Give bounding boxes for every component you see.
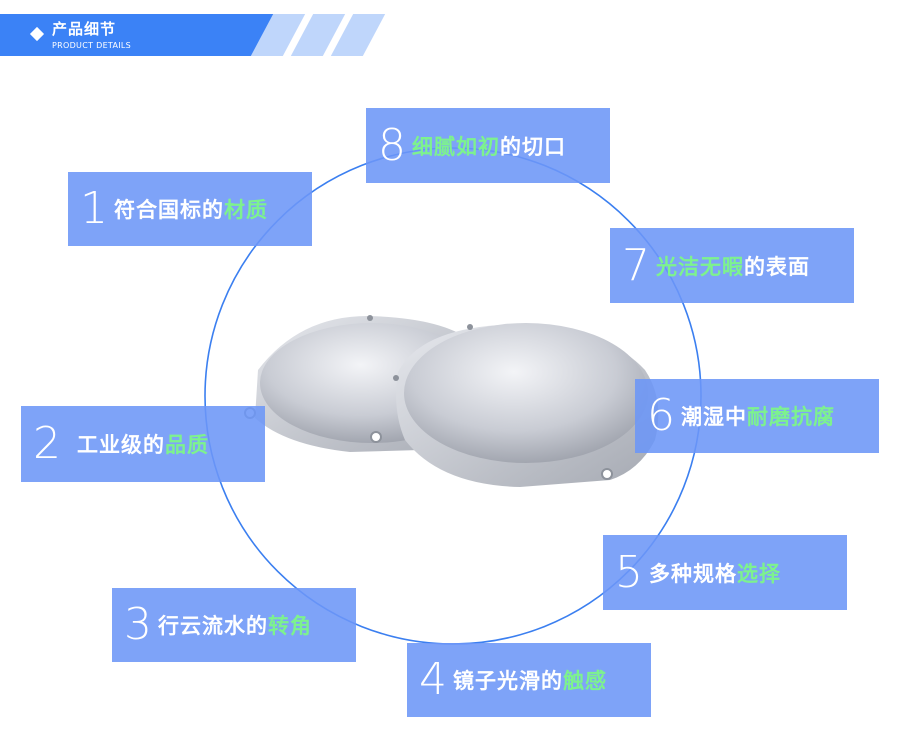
feature-text: 行云流水的 xyxy=(158,614,268,638)
feature-text: 工业级的 xyxy=(77,433,165,457)
feature-highlight: 触感 xyxy=(563,669,607,693)
feature-box-8: 8 细腻如初的切口 xyxy=(366,108,610,183)
feature-number: 2 xyxy=(33,418,61,469)
feature-text-suffix: 的表面 xyxy=(744,254,810,279)
header-subtitle: PRODUCT DETAILS xyxy=(52,41,132,50)
feature-highlight: 耐磨抗腐 xyxy=(747,405,835,429)
header-title: 产品细节 xyxy=(52,20,117,38)
feature-number: 8 xyxy=(378,119,406,171)
feature-box-4: 4 镜子光滑的触感 xyxy=(407,643,651,717)
feature-text: 多种规格 xyxy=(649,561,737,586)
feature-box-3: 3 行云流水的转角 xyxy=(112,588,356,662)
feature-highlight: 选择 xyxy=(737,561,781,586)
feature-highlight: 转角 xyxy=(268,614,312,638)
feature-highlight: 品质 xyxy=(165,433,209,457)
feature-number: 1 xyxy=(80,183,108,234)
feature-text: 镜子光滑的 xyxy=(453,669,563,693)
feature-text: 符合国标的 xyxy=(114,198,224,222)
feature-highlight: 细腻如初 xyxy=(412,134,500,159)
header-banner xyxy=(0,14,275,56)
feature-box-7: 7 光洁无暇的表面 xyxy=(610,228,854,303)
feature-box-5: 5 多种规格选择 xyxy=(603,535,847,610)
feature-box-2: 2 工业级的品质 xyxy=(21,406,265,482)
feature-number: 3 xyxy=(124,599,152,650)
feature-box-6: 6 潮湿中耐磨抗腐 xyxy=(635,379,879,453)
feature-number: 4 xyxy=(419,654,447,705)
feature-number: 7 xyxy=(622,239,650,291)
feature-box-1: 1 符合国标的材质 xyxy=(68,172,312,246)
feature-number: 5 xyxy=(615,546,643,598)
feature-highlight: 材质 xyxy=(224,198,268,222)
feature-number: 6 xyxy=(647,390,675,441)
metal-cover-front xyxy=(370,323,659,487)
feature-text: 潮湿中 xyxy=(681,405,747,429)
feature-highlight: 光洁无暇 xyxy=(656,254,744,279)
feature-text-suffix: 的切口 xyxy=(500,134,566,159)
